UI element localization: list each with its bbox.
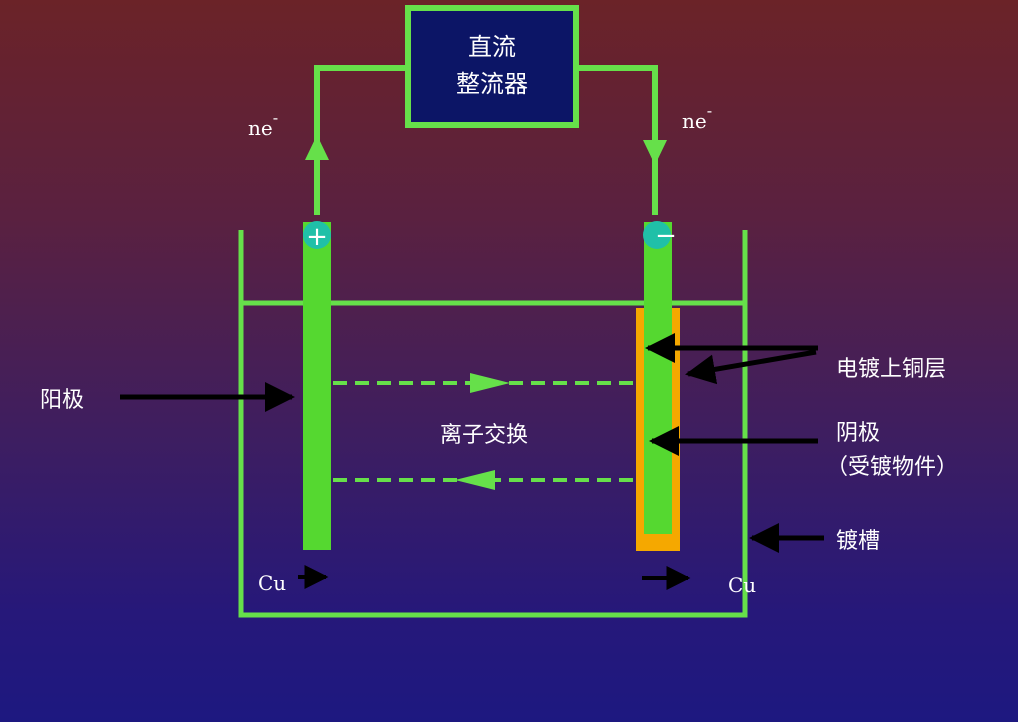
anode-electrode xyxy=(303,222,331,550)
cathode-sublabel: （受镀物件） xyxy=(826,455,958,480)
ion-flow-to-anode xyxy=(333,470,636,490)
electron-label-left: ne- xyxy=(248,108,278,140)
tank-label: 镀槽 xyxy=(836,529,880,554)
rectifier-label-line2: 整流器 xyxy=(456,70,528,98)
electron-label-right: ne- xyxy=(682,101,712,133)
cathode-label: 阴极 xyxy=(836,421,880,446)
rectifier-label-line1: 直流 xyxy=(468,33,516,61)
positive-terminal-sign: + xyxy=(306,222,328,252)
anode-label: 阳极 xyxy=(40,388,84,413)
ion-flow-to-cathode xyxy=(333,373,636,393)
copper-layer-label: 电镀上铜层 xyxy=(836,357,946,382)
copper-layer-pointer-arrow-2 xyxy=(685,349,817,385)
ion-exchange-label: 离子交换 xyxy=(440,423,528,448)
dc-rectifier: 直流 整流器 xyxy=(405,5,579,128)
negative-terminal-sign: − xyxy=(655,221,677,251)
circuit-wire xyxy=(314,65,658,215)
negative-terminal xyxy=(643,221,671,249)
electron-flow-up-arrow xyxy=(305,135,329,160)
cathode-electrode xyxy=(644,222,672,534)
cu-right-label: Cu xyxy=(728,573,756,597)
positive-terminal xyxy=(303,221,331,249)
cu-left-label: Cu xyxy=(258,571,286,595)
electron-flow-down-arrow xyxy=(643,140,667,165)
